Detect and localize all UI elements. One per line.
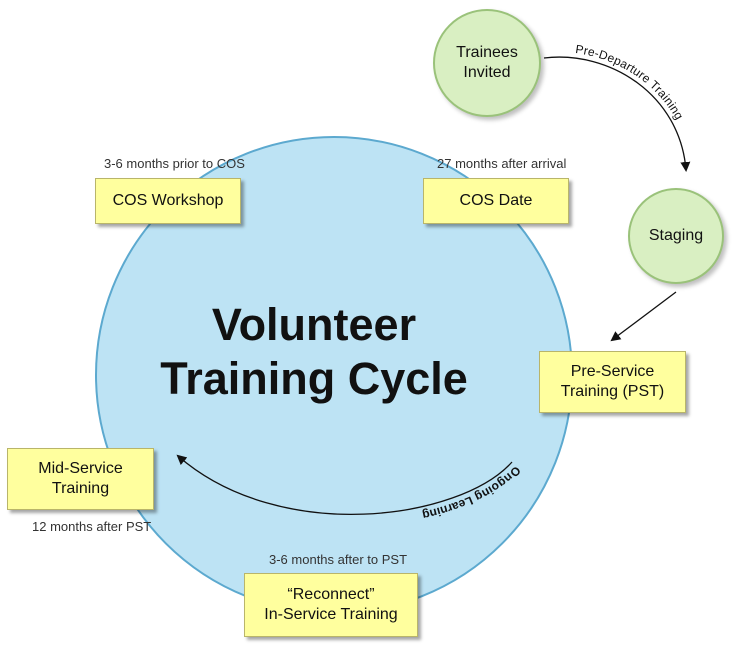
staging-node: Staging [628,188,724,284]
staging-to-pst-arrow [610,291,677,342]
trainees-invited-node: Trainees Invited [433,9,541,117]
pst-box: Pre-Service Training (PST) [539,351,686,413]
reconnect-box: “Reconnect” In-Service Training [244,573,418,637]
title-line-2: Training Cycle [160,353,468,404]
mid-service-box: Mid-Service Training [7,448,154,510]
pst-line-2: Training (PST) [560,383,665,400]
cos-date-box: COS Date [423,178,569,224]
ongoing-learning-arrow [176,454,513,515]
title-line-1: Volunteer [211,299,417,350]
pre-departure-label: Pre-Departure Training [575,42,687,122]
reconnect-note: 3-6 months after to PST [269,552,408,567]
staging-label: Staging [648,227,704,244]
cos-date-label: COS Date [459,192,533,209]
cos-workshop-note: 3-6 months prior to COS [104,156,245,171]
cos-workshop-box: COS Workshop [95,178,241,224]
reconnect-line-1: “Reconnect” [287,586,375,603]
diagram-title: Volunteer Training Cycle [118,298,510,406]
cos-date-note: 27 months after arrival [437,156,567,171]
mid-service-note: 12 months after PST [32,519,152,534]
reconnect-line-2: In-Service Training [264,606,398,623]
trainees-line-1: Trainees [456,44,518,61]
mid-service-line-1: Mid-Service [38,460,123,477]
trainees-line-2: Invited [463,64,511,81]
pre-departure-arrow [543,56,691,172]
cos-workshop-label: COS Workshop [112,192,224,209]
pst-line-1: Pre-Service [570,363,655,380]
mid-service-line-2: Training [51,480,110,497]
